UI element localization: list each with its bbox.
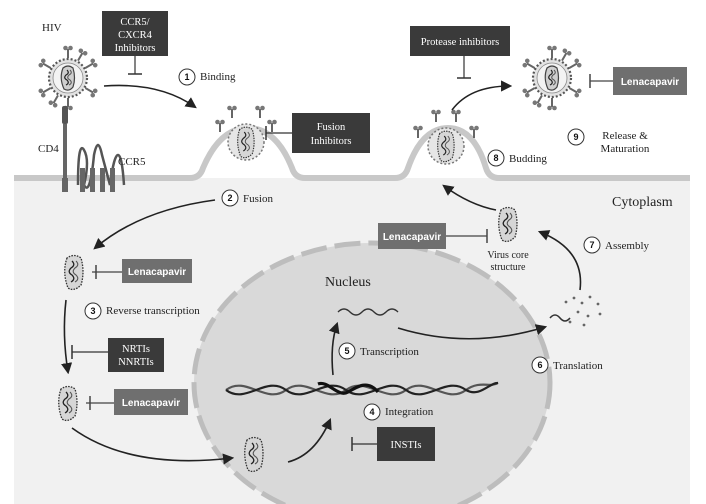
lenacapavir-assembly-label: Lenacapavir — [383, 232, 441, 243]
lenacapavir-import-box — [114, 389, 188, 415]
step-9-label-line2: Maturation — [601, 143, 650, 155]
fusion-inhibitors-box — [292, 113, 370, 153]
step-9-badge — [567, 128, 585, 146]
viral-rna — [337, 308, 399, 316]
assembled-core — [498, 206, 518, 243]
ccr5-cxcr4-inhibitors-box — [102, 11, 168, 56]
virus-core-label-line2: structure — [491, 262, 527, 273]
cd4-receptor — [62, 106, 68, 192]
step-3-number: 3 — [90, 306, 95, 316]
fusion-inhibitor-line2: Inhibitors — [311, 136, 352, 147]
step-2-badge — [221, 189, 239, 207]
step-7-label: Assembly — [605, 240, 650, 252]
binding-arrow — [103, 84, 197, 109]
host-dna — [225, 381, 499, 396]
protease-inhibitors-label: Protease inhibitors — [421, 37, 499, 48]
step-8-badge — [487, 149, 505, 167]
ribosome-translation — [549, 295, 602, 327]
step-2-label: Fusion — [243, 193, 273, 205]
nucleus-label: Nucleus — [325, 275, 371, 290]
ccr5-inhibitor-line3: Inhibitors — [115, 43, 156, 54]
step-5-number: 5 — [344, 346, 349, 356]
insti-box — [377, 427, 435, 461]
budding-arrow — [442, 184, 497, 211]
lenacapavir-import-label: Lenacapavir — [122, 398, 180, 409]
nrti-line: NRTIs — [122, 344, 150, 355]
step-9-label-line1: Release & — [602, 130, 648, 142]
cd4-label: CD4 — [38, 143, 59, 155]
export-arrow — [397, 324, 548, 340]
step-5-label: Transcription — [360, 346, 419, 358]
nuclear-envelope — [191, 240, 553, 504]
step-5-badge — [338, 342, 356, 360]
lenacapavir-rt-label: Lenacapavir — [128, 267, 186, 278]
cell-membrane — [14, 124, 690, 181]
step-1-label: Binding — [200, 71, 236, 83]
transcription-arrow — [328, 321, 340, 376]
step-2-number: 2 — [227, 193, 232, 203]
ccr5-receptor — [76, 143, 126, 192]
insti-label: INSTIs — [391, 440, 422, 451]
lenacapavir-assembly-box — [378, 223, 446, 249]
nuclear-import-arrow — [71, 427, 235, 465]
protease-inhibitors-box — [410, 26, 510, 56]
core-in-nucleus — [244, 436, 264, 473]
step-8-label: Budding — [509, 153, 547, 165]
step-4-label: Integration — [385, 406, 434, 418]
step-6-label: Translation — [553, 360, 603, 372]
step-6-badge — [531, 356, 549, 374]
integration-arrow — [287, 417, 332, 463]
step-9-number: 9 — [573, 132, 578, 142]
lenacapavir-release-label: Lenacapavir — [621, 77, 679, 88]
hiv-virion-mature — [520, 44, 584, 112]
assembly-arrow — [537, 230, 582, 291]
ccr5-label: CCR5 — [118, 156, 146, 168]
step-7-badge — [583, 236, 601, 254]
ccr5-inhibitor-line2: CXCR4 — [118, 30, 153, 41]
step-1-badge — [178, 68, 196, 86]
hiv-label: HIV — [42, 22, 62, 34]
virion-fusing — [214, 104, 278, 161]
fusion-inhibitor-line1: Fusion — [317, 122, 346, 133]
nucleus — [194, 243, 550, 504]
step-3-label: Reverse transcription — [106, 305, 200, 317]
step-7-number: 7 — [589, 240, 594, 250]
nnrti-line: NNRTIs — [118, 357, 154, 368]
reverse-transcription-arrow — [61, 299, 73, 375]
step-6-number: 6 — [537, 360, 542, 370]
core-before-import — [58, 385, 78, 422]
cytoplasm-label: Cytoplasm — [612, 195, 673, 210]
core-after-fusion — [64, 254, 84, 291]
step-3-badge — [84, 302, 102, 320]
release-arrow — [451, 80, 513, 111]
nrti-nnrti-box — [108, 338, 164, 372]
fusion-arrow — [93, 199, 216, 250]
virion-budding — [412, 108, 480, 165]
lenacapavir-rt-box — [122, 259, 192, 283]
step-1-number: 1 — [184, 72, 189, 82]
step-8-number: 8 — [493, 153, 498, 163]
step-4-number: 4 — [369, 407, 374, 417]
step-4-badge — [363, 403, 381, 421]
hiv-virion-free — [36, 44, 100, 112]
ccr5-inhibitor-line1: CCR5/ — [120, 17, 149, 28]
lenacapavir-release-box — [613, 67, 687, 95]
virus-core-label-line1: Virus core — [487, 250, 529, 261]
